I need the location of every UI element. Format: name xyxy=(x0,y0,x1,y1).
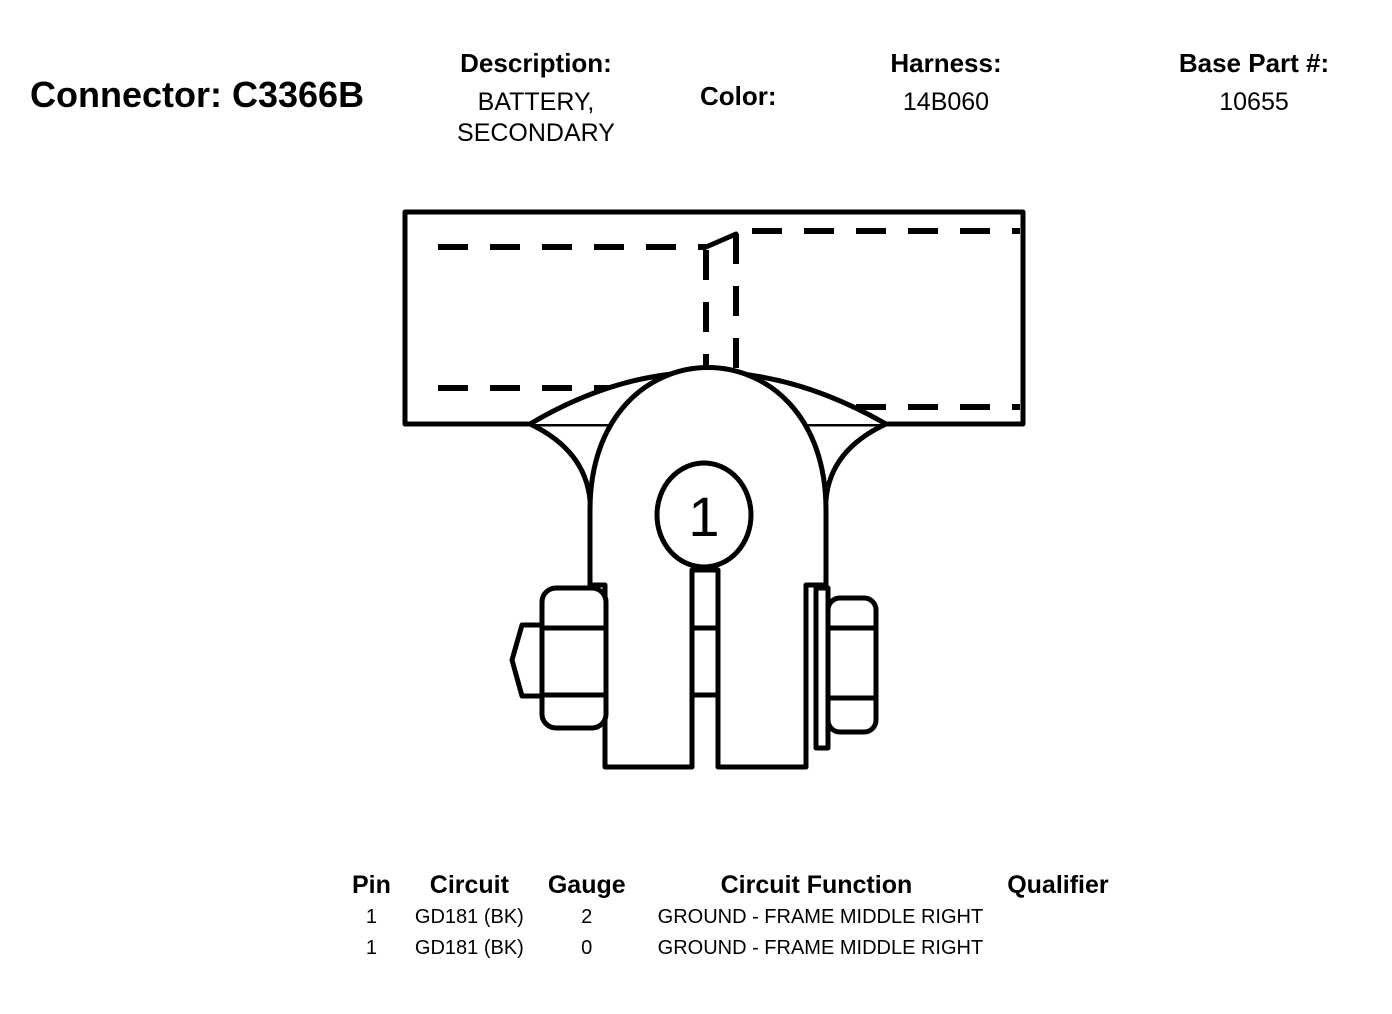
col-circuit-function: Circuit Function xyxy=(720,870,913,899)
table-row: 1 GD181 (BK) 0 GROUND - FRAME MIDDLE RIG… xyxy=(340,933,1121,964)
pin-1-label: 1 xyxy=(688,485,719,548)
pin-table: Pin Circuit Gauge Circuit Function Quali… xyxy=(340,868,1121,964)
base-part-block: Base Part #: 10655 xyxy=(1154,47,1354,118)
pin-1-circle xyxy=(654,460,754,570)
cell-pin: 1 xyxy=(365,906,378,928)
cell-gauge: 0 xyxy=(581,937,593,959)
harness-label: Harness: xyxy=(890,48,1002,78)
base-part-label: Base Part #: xyxy=(1178,48,1330,78)
description-block: Description: BATTERY, SECONDARY xyxy=(426,47,646,149)
cell-gauge: 2 xyxy=(581,906,593,928)
harness-block: Harness: 14B060 xyxy=(846,47,1046,118)
color-label: Color: xyxy=(700,81,777,111)
left-flare-curve xyxy=(527,421,593,503)
cell-function: GROUND - FRAME MIDDLE RIGHT xyxy=(657,906,984,928)
right-flare-curve xyxy=(823,421,889,503)
description-value: BATTERY, SECONDARY xyxy=(457,88,615,147)
col-qualifier: Qualifier xyxy=(1007,870,1109,899)
right-nut xyxy=(813,585,879,751)
cell-circuit: GD181 (BK) xyxy=(414,937,524,959)
connector-title: Connector: C3366B xyxy=(30,74,365,115)
left-nut xyxy=(509,585,609,731)
harness-value: 14B060 xyxy=(902,88,990,116)
table-row: 1 GD181 (BK) 2 GROUND - FRAME MIDDLE RIG… xyxy=(340,902,1121,933)
description-label: Description: xyxy=(460,48,612,78)
cell-qualifier xyxy=(995,933,1120,964)
base-part-value: 10655 xyxy=(1219,88,1289,116)
col-gauge: Gauge xyxy=(547,870,626,899)
cell-function: GROUND - FRAME MIDDLE RIGHT xyxy=(657,937,984,959)
col-pin: Pin xyxy=(352,870,391,899)
cell-circuit: GD181 (BK) xyxy=(414,906,524,928)
pin-table-header: Pin Circuit Gauge Circuit Function Quali… xyxy=(340,868,1121,902)
cell-pin: 1 xyxy=(365,937,378,959)
cell-qualifier xyxy=(995,902,1120,933)
col-circuit: Circuit xyxy=(429,870,509,899)
color-block: Color: xyxy=(700,80,777,112)
